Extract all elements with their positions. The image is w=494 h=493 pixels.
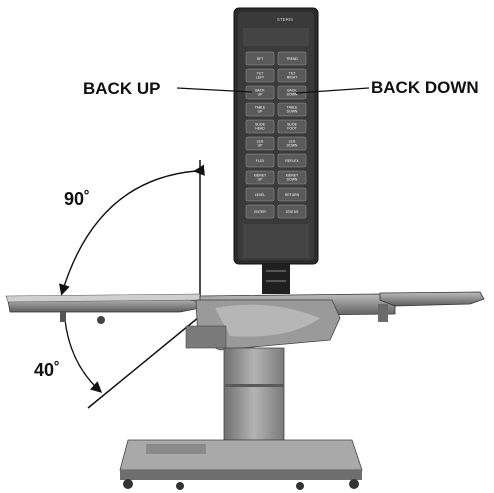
pendant-button-label: DOWN (287, 144, 298, 148)
pendant-brand-logo: STERIS (277, 17, 293, 22)
pendant-button-label: DOWN (287, 110, 298, 114)
pendant-button[interactable] (245, 85, 275, 100)
pendant-button-label: LEVEL (255, 193, 266, 197)
table-column (223, 347, 285, 441)
back-down-leader-line (295, 87, 370, 94)
pendant-button-label: DOWN (287, 93, 298, 97)
pendant-button-label: UP (258, 93, 263, 97)
pendant-button-label: TILT (289, 72, 296, 76)
pendant-button-label: DOWN (287, 178, 298, 182)
pendant-button-label: UP (258, 178, 263, 182)
pendant-button[interactable] (245, 204, 275, 219)
table-base (119, 439, 363, 490)
angle-90-arc (59, 164, 205, 296)
pendant-button[interactable] (277, 51, 307, 66)
pendant-button-label: LEFT (256, 76, 264, 80)
pendant-button-label: RIGHT (287, 76, 298, 80)
pendant-button-label: TREND (286, 57, 298, 61)
angle-40-reference-line (87, 307, 211, 409)
pendant-button-label: KIDNEY (286, 174, 299, 178)
angle-40-label: 40˚ (34, 360, 61, 380)
pendant-button[interactable] (277, 68, 307, 83)
pendant-button-label: FLEX (256, 159, 265, 163)
pendant-button[interactable] (245, 119, 275, 134)
pendant-button-label: LEG (289, 140, 296, 144)
pendant-button-label: TABLE (287, 106, 298, 110)
pendant-button-label: BACK (255, 89, 265, 93)
pendant-button[interactable] (245, 136, 275, 151)
pendant-button[interactable] (245, 68, 275, 83)
pendant-button[interactable] (245, 102, 275, 117)
pendant-button-label: TABLE (255, 106, 266, 110)
pendant-button[interactable] (245, 51, 275, 66)
caster-wheel (296, 482, 304, 490)
pendant-button-label: HEAD (255, 127, 265, 131)
pendant-button[interactable] (277, 187, 307, 202)
pendant-button-label: FOOT (287, 127, 296, 131)
pendant-button[interactable] (277, 102, 307, 117)
pendant-button[interactable] (245, 170, 275, 185)
back-down-label: BACK DOWN (371, 78, 479, 97)
caster-wheel (176, 482, 184, 490)
pendant-button[interactable] (277, 153, 307, 168)
pendant-button-label: BACK (287, 89, 297, 93)
pendant-button-label: ENTER (254, 210, 266, 214)
pendant-button[interactable] (277, 170, 307, 185)
pendant-button-label: RETURN (285, 193, 300, 197)
pendant-button-label: SLIDE (287, 123, 298, 127)
pendant-button[interactable] (277, 204, 307, 219)
back-up-label: BACK UP (83, 79, 161, 98)
angle-40-arc (58, 298, 103, 393)
caster-wheel (123, 479, 133, 489)
pendant-button-label: SLIDE (255, 123, 266, 127)
caster-wheel (349, 479, 359, 489)
pendant-button-label: REFLEX (285, 159, 299, 163)
pendant-button-label: UP (258, 110, 263, 114)
pendant-button-label: RFT (257, 57, 264, 61)
pendant-button-label: STATUS (286, 210, 300, 214)
pendant-button-label: KIDNEY (254, 174, 267, 178)
table-top (5, 291, 485, 351)
pendant-button-label: TILT (257, 72, 264, 76)
back-up-leader-line (176, 87, 253, 93)
angle-90-label: 90˚ (64, 189, 91, 209)
pendant-button[interactable] (277, 136, 307, 151)
pendant-button[interactable] (245, 153, 275, 168)
pendant-button-label: UP (258, 144, 263, 148)
pendant-button[interactable] (245, 187, 275, 202)
pendant-button-label: LEG (257, 140, 264, 144)
pendant-button[interactable] (277, 119, 307, 134)
